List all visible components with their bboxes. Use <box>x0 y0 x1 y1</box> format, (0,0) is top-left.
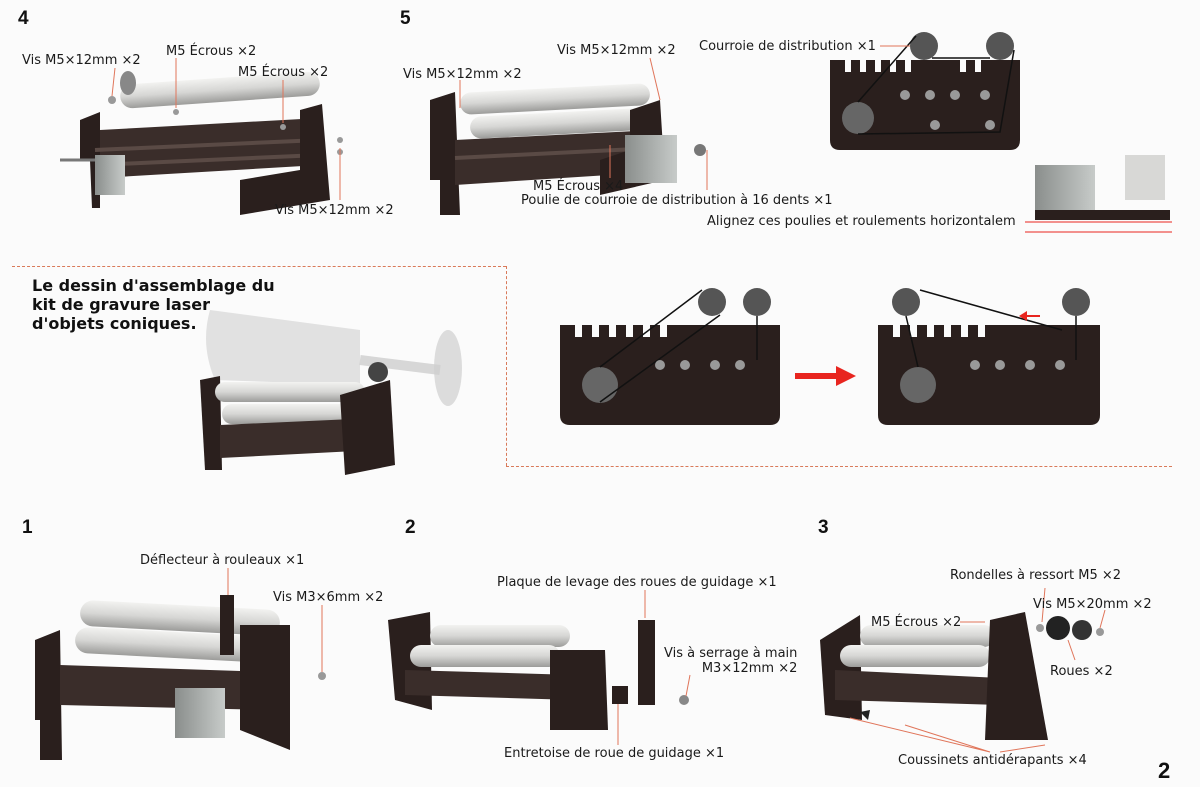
step3-screws-label: Vis M5×20mm ×2 <box>1033 597 1152 612</box>
step2-thumb-screw-label: Vis à serrage à main M3×12mm ×2 <box>664 646 797 676</box>
step3-drawing <box>820 587 1106 753</box>
step5-drawing <box>430 57 708 215</box>
overview-drawing <box>200 310 462 475</box>
belt-after-drawing <box>878 288 1100 425</box>
step4-screw-label-a: Vis M5×12mm ×2 <box>22 53 141 68</box>
step-number-4: 4 <box>18 8 29 29</box>
step5-nuts-label: M5 Écrous ×4 <box>533 179 624 194</box>
step1-deflector-label: Déflecteur à rouleaux ×1 <box>140 553 305 568</box>
belt-label: Courroie de distribution ×1 <box>699 39 876 54</box>
overview-title-line-2: kit de gravure laser <box>32 295 211 314</box>
step4-nut-label-a: M5 Écrous ×2 <box>166 44 257 59</box>
step1-drawing <box>35 568 326 760</box>
step3-wheels-label: Roues ×2 <box>1050 664 1113 679</box>
align-note-label: Alignez ces poulies et roulements horizo… <box>707 214 1016 229</box>
step2-plate-label: Plaque de levage des roues de guidage ×1 <box>497 575 777 590</box>
step2-spacer-label: Entretoise de roue de guidage ×1 <box>504 746 725 761</box>
belt-direction-arrow <box>795 366 856 386</box>
overview-title-line-3: d'objets coniques. <box>32 314 197 333</box>
step3-washers-label: Rondelles à ressort M5 ×2 <box>950 568 1122 583</box>
belt-panel-drawing <box>830 32 1020 150</box>
step5-screw-label-top: Vis M5×12mm ×2 <box>557 43 676 58</box>
belt-before-drawing <box>560 288 780 425</box>
step4-screw-label-b: Vis M5×12mm ×2 <box>275 203 394 218</box>
pulley-detail-drawing <box>1025 155 1172 233</box>
step-number-1: 1 <box>22 517 33 538</box>
step4-nut-label-b: M5 Écrous ×2 <box>238 65 329 80</box>
step5-screw-label-left: Vis M5×12mm ×2 <box>403 67 522 82</box>
overview-frame-right <box>506 266 507 466</box>
step-number-3: 3 <box>818 517 829 538</box>
step4-drawing <box>60 58 343 215</box>
step2-drawing <box>388 590 691 745</box>
step-number-5: 5 <box>400 8 411 29</box>
overview-title-line-1: Le dessin d'assemblage du <box>32 276 275 295</box>
step2-thumb-screw-line-1: Vis à serrage à main <box>664 646 798 661</box>
overview-title: Le dessin d'assemblage du kit de gravure… <box>32 276 275 333</box>
step3-pads-label: Coussinets antidérapants ×4 <box>898 753 1087 768</box>
overview-frame-bottom <box>506 466 1172 467</box>
step5-pulley-label: Poulie de courroie de distribution à 16 … <box>521 193 833 208</box>
step3-nuts-label: M5 Écrous ×2 <box>871 615 962 630</box>
step1-screw-label: Vis M3×6mm ×2 <box>273 590 384 605</box>
step2-thumb-screw-line-2: M3×12mm ×2 <box>701 661 798 676</box>
page-number: 2 <box>1158 758 1171 783</box>
overview-frame-top <box>12 266 506 267</box>
step-number-2: 2 <box>405 517 416 538</box>
